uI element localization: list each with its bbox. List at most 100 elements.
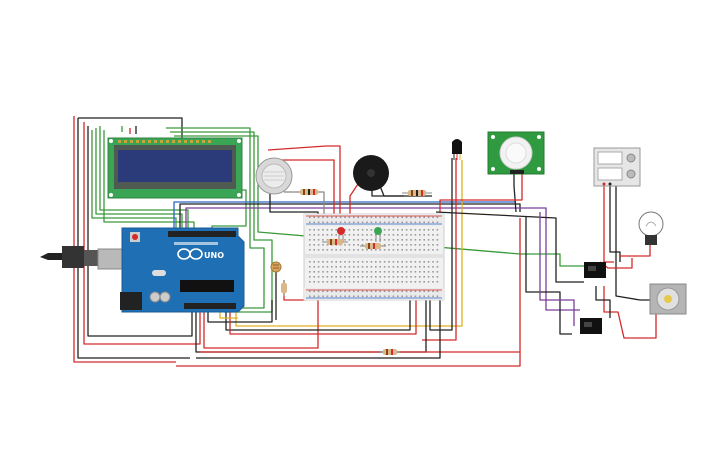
wire[interactable]: [73, 116, 176, 363]
wire[interactable]: [78, 117, 183, 138]
wire[interactable]: [267, 145, 341, 226]
wire[interactable]: [379, 185, 404, 197]
wire[interactable]: [196, 292, 441, 359]
wire[interactable]: [95, 128, 183, 232]
breadboard-hole: [383, 271, 386, 273]
breadboard-hole: [370, 249, 373, 251]
breadboard-hole: [339, 221, 342, 224]
resistor-icon[interactable]: [402, 190, 432, 196]
breadboard-hole: [375, 261, 377, 263]
resistor-icon[interactable]: [322, 239, 348, 245]
wire[interactable]: [87, 126, 193, 337]
breadboard-hole: [313, 266, 315, 268]
pir-sensor-icon[interactable]: [487, 131, 545, 175]
breadboard-hole: [383, 276, 386, 278]
wire[interactable]: [525, 216, 572, 335]
lcd-16x2-icon[interactable]: [107, 137, 243, 199]
resistor-icon[interactable]: [281, 280, 287, 296]
breadboard-hole: [401, 229, 403, 231]
power-supply-icon[interactable]: [593, 147, 641, 187]
wire[interactable]: [229, 292, 417, 335]
breadboard-hole: [339, 249, 342, 251]
arduino-uno-icon[interactable]: UNO: [40, 227, 245, 313]
breadboard-icon[interactable]: [303, 213, 445, 301]
wire[interactable]: [422, 158, 457, 341]
piezo-buzzer-icon[interactable]: [353, 155, 389, 191]
relay-icon[interactable]: [580, 318, 602, 334]
breadboard-hole: [419, 234, 421, 236]
breadboard-hole: [366, 295, 368, 298]
wire[interactable]: [620, 242, 651, 257]
relay-icon[interactable]: [584, 262, 606, 278]
resistor-icon[interactable]: [380, 349, 400, 355]
resistor-icon[interactable]: [360, 243, 386, 249]
wire[interactable]: [219, 312, 238, 319]
breadboard-hole: [357, 216, 359, 219]
breadboard-hole: [379, 290, 381, 293]
breadboard-hole: [397, 276, 399, 278]
breadboard-hole: [383, 216, 386, 219]
wire[interactable]: [173, 201, 516, 232]
resistor-icon[interactable]: [294, 189, 324, 195]
wire[interactable]: [185, 207, 580, 311]
breadboard-hole: [423, 266, 425, 268]
wire[interactable]: [83, 122, 201, 345]
temperature-sensor-icon[interactable]: [452, 139, 462, 160]
breadboard-hole: [322, 244, 324, 246]
wire[interactable]: [99, 126, 189, 232]
breadboard-hole: [361, 234, 364, 236]
wire[interactable]: [603, 182, 614, 263]
breadboard-holes: [309, 216, 439, 298]
breadboard-hole: [414, 244, 417, 246]
wire[interactable]: [595, 286, 611, 318]
breadboard-hole: [326, 295, 329, 298]
light-bulb-icon[interactable]: [638, 211, 664, 245]
wire[interactable]: [615, 182, 658, 301]
wire[interactable]: [429, 158, 453, 331]
breadboard-hole: [427, 266, 430, 268]
breadboard-hole: [326, 234, 329, 236]
led-icon[interactable]: [374, 227, 382, 242]
photoresistor-icon[interactable]: [270, 261, 282, 273]
breadboard-hole: [392, 281, 395, 283]
wire[interactable]: [603, 286, 657, 339]
wire[interactable]: [439, 172, 523, 212]
breadboard-hole: [331, 290, 333, 293]
wire[interactable]: [176, 218, 521, 367]
breadboard-hole: [427, 281, 430, 283]
breadboard-hole: [322, 271, 324, 273]
wire[interactable]: [225, 292, 411, 331]
breadboard-hole: [388, 276, 390, 278]
breadboard-hole: [432, 249, 434, 251]
dc-motor-icon[interactable]: [649, 283, 687, 315]
wire[interactable]: [103, 130, 195, 232]
wire[interactable]: [170, 131, 273, 313]
wire[interactable]: [207, 300, 273, 323]
breadboard-hole: [423, 229, 425, 231]
wire[interactable]: [609, 182, 621, 262]
wire[interactable]: [91, 130, 177, 232]
breadboard-hole: [388, 221, 390, 224]
wire[interactable]: [166, 127, 265, 309]
breadboard-hole: [344, 239, 346, 241]
breadboard-hole: [410, 281, 412, 283]
wire[interactable]: [435, 211, 584, 283]
breadboard-hole: [366, 221, 368, 224]
wire[interactable]: [539, 212, 575, 326]
breadboard-hole: [357, 234, 359, 236]
wire[interactable]: [77, 118, 190, 359]
breadboard-hole: [401, 261, 403, 263]
breadboard-hole: [339, 295, 342, 298]
breadboard-hole: [427, 295, 430, 298]
breadboard-hole: [392, 271, 395, 273]
breadboard-hole: [414, 295, 417, 298]
wire[interactable]: [283, 280, 306, 301]
led-icon[interactable]: [337, 227, 345, 242]
breadboard-hole: [379, 276, 381, 278]
gas-sensor-icon[interactable]: [255, 157, 293, 195]
breadboard-hole: [357, 266, 359, 268]
wire[interactable]: [513, 172, 517, 213]
wire[interactable]: [203, 294, 319, 349]
breadboard-hole: [410, 244, 412, 246]
breadboard-hole: [317, 239, 320, 241]
